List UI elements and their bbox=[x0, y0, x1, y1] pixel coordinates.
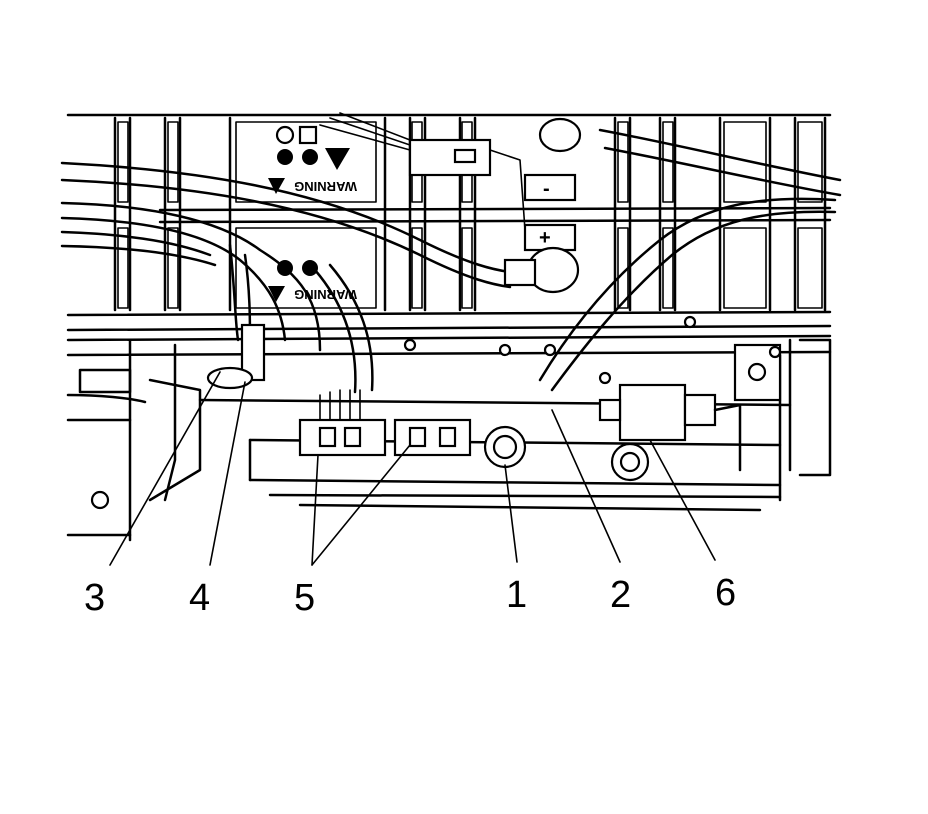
cable-bundles bbox=[60, 112, 842, 394]
sensor-housing bbox=[598, 383, 742, 472]
leader-2 bbox=[551, 409, 621, 563]
lower-tray bbox=[66, 315, 832, 542]
leader-4 bbox=[209, 381, 246, 566]
warning-decal-top: WARNING bbox=[268, 125, 357, 194]
negative-terminal: - bbox=[523, 173, 577, 202]
ground-bolt-1 bbox=[483, 425, 527, 469]
negative-terminal-symbol: - bbox=[543, 178, 550, 200]
leader-3 bbox=[109, 371, 221, 566]
positive-terminal-symbol: + bbox=[539, 227, 551, 249]
callout-2: 2 bbox=[610, 574, 631, 616]
leader-6 bbox=[649, 439, 716, 561]
callout-1: 1 bbox=[506, 574, 527, 616]
connectors bbox=[298, 389, 472, 457]
warning-text-top: WARNING bbox=[294, 179, 357, 194]
ground-bolt-6 bbox=[610, 442, 650, 482]
callout-6: 6 bbox=[715, 572, 736, 614]
leader-5b bbox=[311, 444, 411, 566]
positive-terminal: + bbox=[523, 223, 577, 252]
callout-3: 3 bbox=[84, 577, 105, 619]
callout-4: 4 bbox=[189, 577, 210, 619]
leader-1 bbox=[504, 464, 518, 563]
callout-leaders bbox=[109, 371, 716, 566]
leader-5a bbox=[311, 454, 319, 566]
callout-labels: 3 4 5 1 2 6 bbox=[84, 572, 736, 619]
callout-5: 5 bbox=[294, 577, 315, 619]
